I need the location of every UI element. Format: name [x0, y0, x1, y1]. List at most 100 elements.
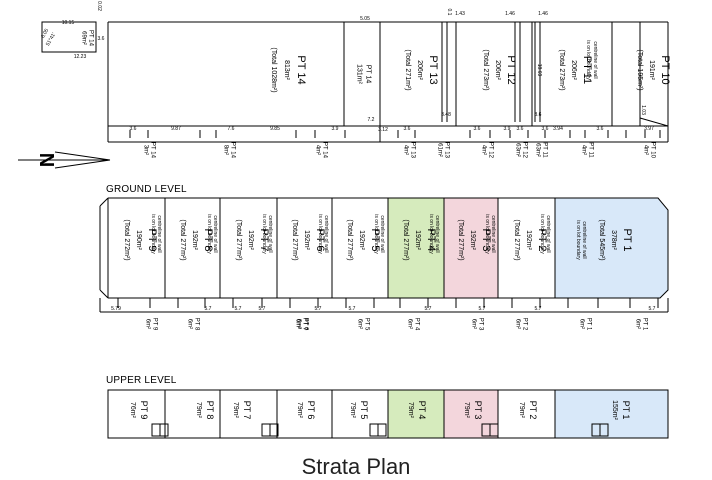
yard-area-label: PT 11 [588, 142, 594, 158]
wall-note: centreline of wall [592, 41, 598, 78]
yard-area-label: PT 2 [522, 318, 528, 331]
pt11-label: (Total 273m²) [558, 49, 565, 90]
dimension-label: 5.7 [535, 306, 542, 312]
pt14-small-label: PT 14 [88, 30, 94, 47]
dimension-label: 7.2 [368, 117, 375, 123]
pt3-upper-label: 79m² [463, 402, 470, 419]
yard-area-label: PT 13 [410, 142, 416, 159]
yard-area-label: 4m² [643, 145, 649, 155]
pt10-label: PT 10 [659, 55, 671, 84]
pt9-ground-label: 190m² [135, 230, 142, 251]
dimension-label: 3.6 [542, 126, 549, 132]
yard-area-label: 3m² [143, 145, 149, 155]
ground-splay [99, 197, 109, 207]
pt1-ground-label: 378m² [610, 230, 617, 251]
dimension-label: 3.6 [517, 126, 524, 132]
dimension-label: 10.15 [62, 20, 75, 26]
wall-note: is on lot boundary [317, 214, 323, 254]
yard-area-label: PT 8 [194, 318, 200, 331]
pt12-label: PT 12 [505, 55, 517, 84]
pt6-ground-label: 192m² [303, 230, 310, 251]
pt9-ground-label: PT 9 [146, 228, 158, 251]
yard-area-label: 4m² [315, 145, 321, 155]
north-letter: N [35, 153, 57, 167]
pt4-upper-label: 79m² [407, 402, 414, 419]
yard-area-label: 6m² [357, 319, 363, 329]
pt9-upper-label: PT 9 [139, 401, 149, 420]
wall-note: centreline of wall [323, 215, 329, 252]
pt7-ground-label: (Total 277m²) [235, 219, 242, 260]
dimension-label: 5.05 [360, 16, 370, 22]
pt2-ground-label: PT 2 [536, 228, 548, 251]
pt11-label: 206m² [570, 60, 577, 81]
dimension-label: 3.12 [378, 127, 388, 133]
wall-note: centreline of wall [490, 215, 496, 252]
yard-area-label: PT 13 [444, 142, 450, 159]
pt5-upper-label: PT 5 [359, 401, 369, 420]
yard-area-label: 6m² [295, 319, 301, 329]
yard-area-label: PT 1 [586, 318, 592, 331]
pt1-ground-label: PT 1 [621, 228, 633, 251]
pt13-label: (Total 271m²) [404, 49, 411, 90]
pt6-ground-label: PT 6 [314, 228, 326, 251]
yard-area-label: 61m² [437, 143, 443, 157]
yard-area-label: 4m² [403, 145, 409, 155]
yard-area-label: PT 5 [364, 318, 370, 331]
dimension-label: 5.7 [259, 306, 266, 312]
yard-area-label: PT 14 [322, 142, 328, 159]
dimension-label: 5.7 [235, 306, 242, 312]
dimension-label: 7.6 [228, 126, 235, 132]
yard-area-label: 63m² [535, 143, 541, 157]
pt14-main-label: PT 14 [295, 55, 307, 84]
yard-area-label: PT 14 [150, 142, 156, 159]
pt7-ground-label: PT 7 [258, 228, 270, 251]
yard-area-label: PT 11 [542, 142, 548, 158]
wall-note: centreline of wall [212, 215, 218, 252]
pt8-ground-label: 192m² [191, 230, 198, 251]
north-arrow-head [54, 159, 111, 169]
pt8-upper-label: PT 8 [205, 401, 215, 420]
pt4-ground-label: 192m² [414, 230, 421, 251]
pt1-upper-label: 155m² [611, 400, 618, 421]
dimension-label: 1.03 [640, 105, 646, 115]
yard-area-label: 6m² [296, 319, 302, 329]
dimension-label: 3.48 [441, 112, 451, 118]
dimension-label: 1.46 [538, 11, 548, 17]
dimension-label: 3.6 [404, 126, 411, 132]
dimension-label: 3.6 [98, 36, 105, 42]
wall-note: is on lot boundary [373, 214, 379, 254]
pt4-ground-label: PT 4 [425, 228, 437, 251]
yard-area-label: PT 12 [488, 142, 494, 159]
dimension-label: 3.6 [130, 126, 137, 132]
north-arrow-icon: N [18, 151, 111, 169]
yard-area-label: 6m² [407, 319, 413, 329]
dimension-label: 9.85 [270, 126, 280, 132]
yard-area-label: PT 1 [642, 318, 648, 331]
dimension-label: 3.6 [474, 126, 481, 132]
pt14-main-label: (Total 1028m²) [270, 47, 277, 92]
wall-note: centreline of wall [434, 215, 440, 252]
pt4-upper-label: PT 4 [417, 401, 427, 420]
yard-area-label: 6m² [515, 319, 521, 329]
upper-level-heading: UPPER LEVEL [106, 375, 177, 386]
wall-note: centreline of wall [545, 215, 551, 252]
pt14-mid-label: 131m² [356, 64, 363, 85]
pt2-upper-label: PT 2 [528, 401, 538, 420]
dimension-label: 3.97 [644, 126, 654, 132]
yard-area-label: 63m² [515, 143, 521, 157]
dimension-label: 5.7 [425, 306, 432, 312]
dimension-label: 3.9 [504, 126, 511, 132]
pt11-label: PT 11 [581, 56, 593, 84]
yard-area-label: 8m² [223, 145, 229, 155]
pt2-ground-label: 192m² [525, 230, 532, 251]
yard-area-label: 6m² [579, 319, 585, 329]
wall-note: is on lot boundary [585, 40, 591, 80]
pt6-upper-label: PT 6 [306, 401, 316, 420]
pt10-label: (Total 195m²) [636, 49, 643, 90]
pt14-small-label: 69m² [81, 31, 87, 45]
pt7-upper-label: PT 7 [242, 401, 252, 420]
dimension-label: 5.7 [349, 306, 356, 312]
pt1-upper-label: PT 1 [621, 401, 631, 420]
pt8-upper-label: 79m² [195, 402, 202, 419]
